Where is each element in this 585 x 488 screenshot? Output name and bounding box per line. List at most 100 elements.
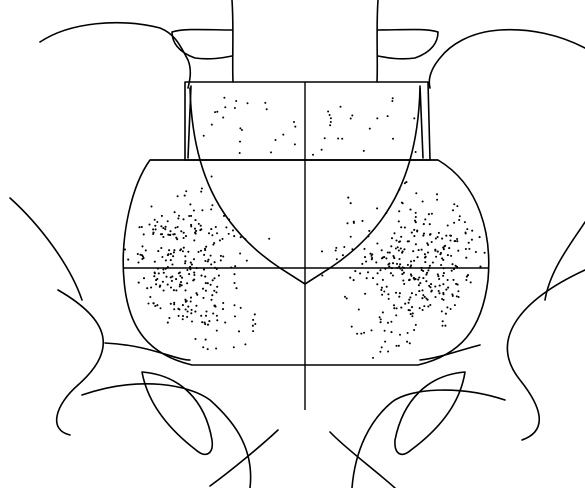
stipple-dot [387,351,389,353]
stipple-dot [439,285,441,287]
stipple-dot [215,226,217,228]
stipple-dot [344,296,346,298]
stipple-dot [434,250,436,252]
stipple-dot [162,268,164,270]
stipple-dot [465,232,467,234]
stipple-dot [376,283,378,285]
stipple-dot [194,232,196,234]
stipple-dot [395,314,397,316]
stipple-dot [225,226,227,228]
stipple-dot [208,232,210,234]
stipple-dot [189,266,191,268]
stipple-dot [387,322,389,324]
stipple-dot [456,295,458,297]
stipple-dot [162,236,164,238]
stipple-dot [438,278,440,280]
stipple-dot [213,277,215,279]
stipple-dot [157,268,159,270]
stipple-dot [152,233,154,235]
stipple-dot [207,348,209,350]
stipple-dot [181,284,183,286]
stipple-dot [182,218,184,220]
stipple-dot [202,346,204,348]
stipple-dot [452,209,454,211]
stipple-dot [216,286,218,288]
stipple-dot [395,239,397,241]
stipple-dot [444,325,446,327]
stipple-dot [457,290,459,292]
stipple-dot [457,250,459,252]
stipple-dot [350,118,352,120]
left-ischial-outline [82,384,251,488]
stipple-dot [470,281,472,283]
stipple-dot [239,253,241,255]
stipple-dot [169,230,171,232]
stipple-dot [170,259,172,261]
stipple-dot [471,239,473,241]
stipple-dot [372,277,374,279]
stipple-dot [228,233,230,235]
stipple-dot [203,269,205,271]
stipple-dot [447,279,449,281]
stipple-dot [471,230,473,232]
stipple-dot [234,107,236,109]
stipple-dot [210,228,212,230]
stipple-dot [203,135,205,137]
stipple-dot [384,268,386,270]
stipple-dot [148,223,150,225]
stipple-dot [193,279,195,281]
stipple-dot [468,248,470,250]
stipple-dot [419,282,421,284]
stipple-dot [409,209,411,211]
stipple-dot [186,316,188,318]
stipple-dot [327,111,329,113]
stipple-dot [195,305,197,307]
stipple-dot [155,228,157,230]
stipple-dot [398,250,400,252]
stipple-dot [174,211,176,213]
stipple-dot [401,269,403,271]
stipple-dot [161,233,163,235]
stipple-dot [154,225,156,227]
stipple-dot [211,204,213,206]
stipple-dot [138,226,140,228]
stipple-dot [207,282,209,284]
stipple-dot [167,253,169,255]
stipple-dot [458,219,460,221]
stipple-dot [356,333,358,335]
stipple-dot [399,263,401,265]
stipple-dot [388,266,390,268]
stipple-dot [137,261,139,263]
stipple-dot [218,275,220,277]
stipple-dot [453,222,455,224]
stipple-dot [183,232,185,234]
stipple-dot [410,264,412,266]
stipple-dot [171,263,173,265]
stipple-dot [351,248,353,250]
stipple-dot [443,272,445,274]
stipple-dot [479,236,481,238]
stipple-dot [398,189,400,191]
stipple-dot [150,286,152,288]
stipple-dot [372,357,374,359]
stipple-dot [340,106,342,108]
stipple-dot [347,197,349,199]
stipple-dot [449,239,451,241]
stipple-dot [294,143,296,145]
stipple-dot [216,319,218,321]
left-pubic-outline [210,430,278,486]
stipple-dot [358,309,360,311]
stipple-dot [173,303,175,305]
stipple-dot [200,315,202,317]
stipple-dot [377,272,379,274]
stipple-dot [200,275,202,277]
stipple-dot [450,308,452,310]
stipple-dot [205,310,207,312]
stipple-dot [204,248,206,250]
stipple-dot [162,281,164,283]
stipple-dot [393,232,395,234]
stipple-dot [204,260,206,262]
stipple-dot [376,207,378,209]
stipple-dot [369,253,371,255]
